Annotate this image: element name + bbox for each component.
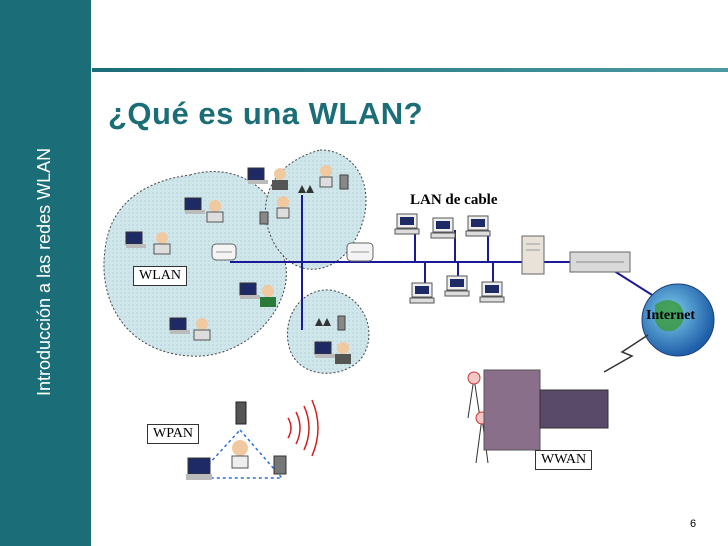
- internet-link-icon: [603, 334, 649, 373]
- laptop-user-icon: [125, 231, 171, 255]
- cell-tower-icon: [467, 371, 481, 419]
- wlan-coverage-bottom: [286, 289, 370, 374]
- handheld-icon: [339, 174, 349, 190]
- desktop-pc-icon: [479, 281, 505, 303]
- wpan-label: WPAN: [147, 424, 199, 444]
- pda-icon: [273, 455, 287, 475]
- wwan-label: WWAN: [535, 450, 593, 470]
- cable-network: [230, 195, 661, 330]
- user-icon: [319, 165, 333, 188]
- network-diagram: [103, 149, 715, 480]
- desktop-pc-icon: [430, 217, 456, 239]
- sidebar-title: Introducción a las redes WLAN: [34, 147, 54, 396]
- desktop-pc-icon: [409, 282, 435, 304]
- laptop-user-icon: [184, 197, 224, 223]
- handheld-icon: [259, 211, 269, 225]
- server-icon: [521, 235, 545, 275]
- slide-title: ¿Qué es una WLAN?: [108, 96, 424, 131]
- desktop-pc-icon: [465, 215, 491, 237]
- laptop-user-icon: [239, 282, 276, 307]
- wlan-coverage-left: [103, 171, 287, 357]
- antenna-icon: [315, 318, 331, 326]
- laptop-user-icon: [169, 317, 211, 341]
- wpan-triangle: [194, 428, 284, 479]
- person-icon: [231, 440, 249, 469]
- title-divider: [92, 68, 728, 72]
- laptop-user-icon: [247, 167, 288, 190]
- access-point-icon: [211, 243, 237, 261]
- handheld-icon: [337, 315, 346, 331]
- desktop-pc-icon: [444, 275, 470, 297]
- antenna-icon: [298, 185, 314, 193]
- user-icon: [276, 196, 290, 219]
- desktop-pc-icon: [394, 213, 420, 235]
- wlan-label: WLAN: [133, 266, 187, 286]
- wwan-rack-icon: [483, 369, 541, 451]
- page-number: 6: [690, 518, 697, 530]
- mobile-phone-icon: [235, 401, 247, 425]
- laptop-icon: [186, 457, 212, 480]
- wireless-signal-icon: [287, 399, 319, 457]
- access-point-icon: [346, 242, 374, 262]
- internet-label: Internet: [646, 308, 695, 323]
- laptop-user-icon: [314, 341, 351, 364]
- wwan-equipment-icon: [539, 389, 609, 429]
- sidebar: Introducción a las redes WLAN: [0, 0, 91, 546]
- lan-label: LAN de cable: [410, 192, 498, 208]
- switch-icon: [569, 251, 631, 273]
